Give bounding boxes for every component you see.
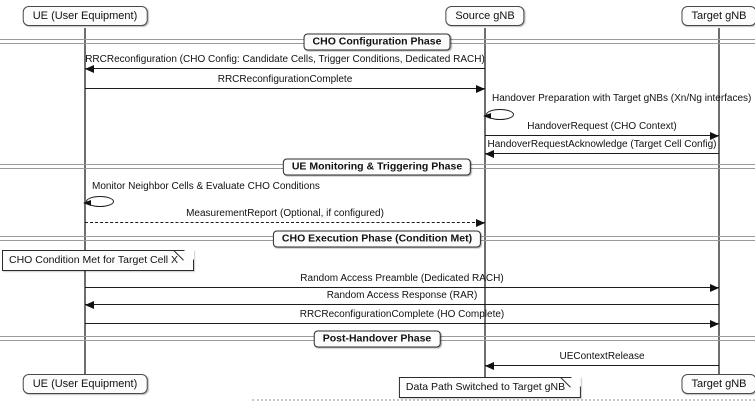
message-arrowhead [485, 361, 494, 370]
message-line [85, 304, 719, 305]
message-arrowhead [476, 84, 485, 93]
message-arrowhead [485, 149, 494, 158]
message-arrowhead [85, 64, 94, 73]
message-label: HandoverRequestAcknowledge (Target Cell … [487, 139, 717, 150]
message-line [85, 68, 485, 69]
message-line [485, 135, 719, 136]
message-line [85, 222, 485, 223]
participant-top-ue: UE (User Equipment) [22, 6, 148, 26]
lifeline-target [718, 28, 720, 377]
message-line [85, 287, 719, 288]
message-label: MeasurementReport (Optional, if configur… [186, 208, 384, 219]
note-folded-corner [571, 377, 582, 387]
phase-divider-label: CHO Configuration Phase [303, 33, 451, 51]
message-label: Random Access Preamble (Dedicated RACH) [300, 273, 504, 284]
participant-bottom-target: Target gNB [681, 374, 755, 394]
participant-top-source: Source gNB [445, 6, 525, 26]
note-folded-corner [184, 250, 195, 260]
phase-divider-label: UE Monitoring & Triggering Phase [282, 158, 472, 176]
note: CHO Condition Met for Target Cell X [2, 250, 195, 271]
phase-divider-label: Post-Handover Phase [313, 330, 441, 348]
message-label: RRCReconfigurationComplete (HO Complete) [299, 309, 505, 320]
message-arrowhead [476, 218, 485, 227]
participant-top-target: Target gNB [681, 6, 755, 26]
message-arrowhead [710, 131, 719, 140]
note: Data Path Switched to Target gNB [398, 377, 582, 398]
message-line [85, 323, 719, 324]
bottom-edge-dotted-line [252, 399, 755, 401]
message-line [485, 153, 719, 154]
message-label: RRCReconfigurationComplete [217, 74, 353, 85]
message-label: RRCReconfiguration (CHO Config: Candidat… [85, 54, 485, 65]
message-label: UEContextRelease [559, 351, 645, 362]
self-message-arrowhead [483, 113, 491, 119]
message-label: Random Access Response (RAR) [326, 290, 478, 301]
self-message-label: Handover Preparation with Target gNBs (X… [492, 93, 752, 104]
message-line [85, 88, 485, 89]
phase-divider-label: CHO Execution Phase (Condition Met) [272, 230, 482, 248]
message-arrowhead [710, 319, 719, 328]
self-message-arrowhead [83, 200, 91, 206]
participant-bottom-ue: UE (User Equipment) [22, 374, 148, 394]
message-label: HandoverRequest (CHO Context) [527, 121, 677, 132]
lifeline-source [484, 28, 486, 377]
message-arrowhead [85, 300, 94, 309]
message-line [485, 365, 719, 366]
message-arrowhead [710, 283, 719, 292]
self-message-label: Monitor Neighbor Cells & Evaluate CHO Co… [92, 181, 320, 192]
